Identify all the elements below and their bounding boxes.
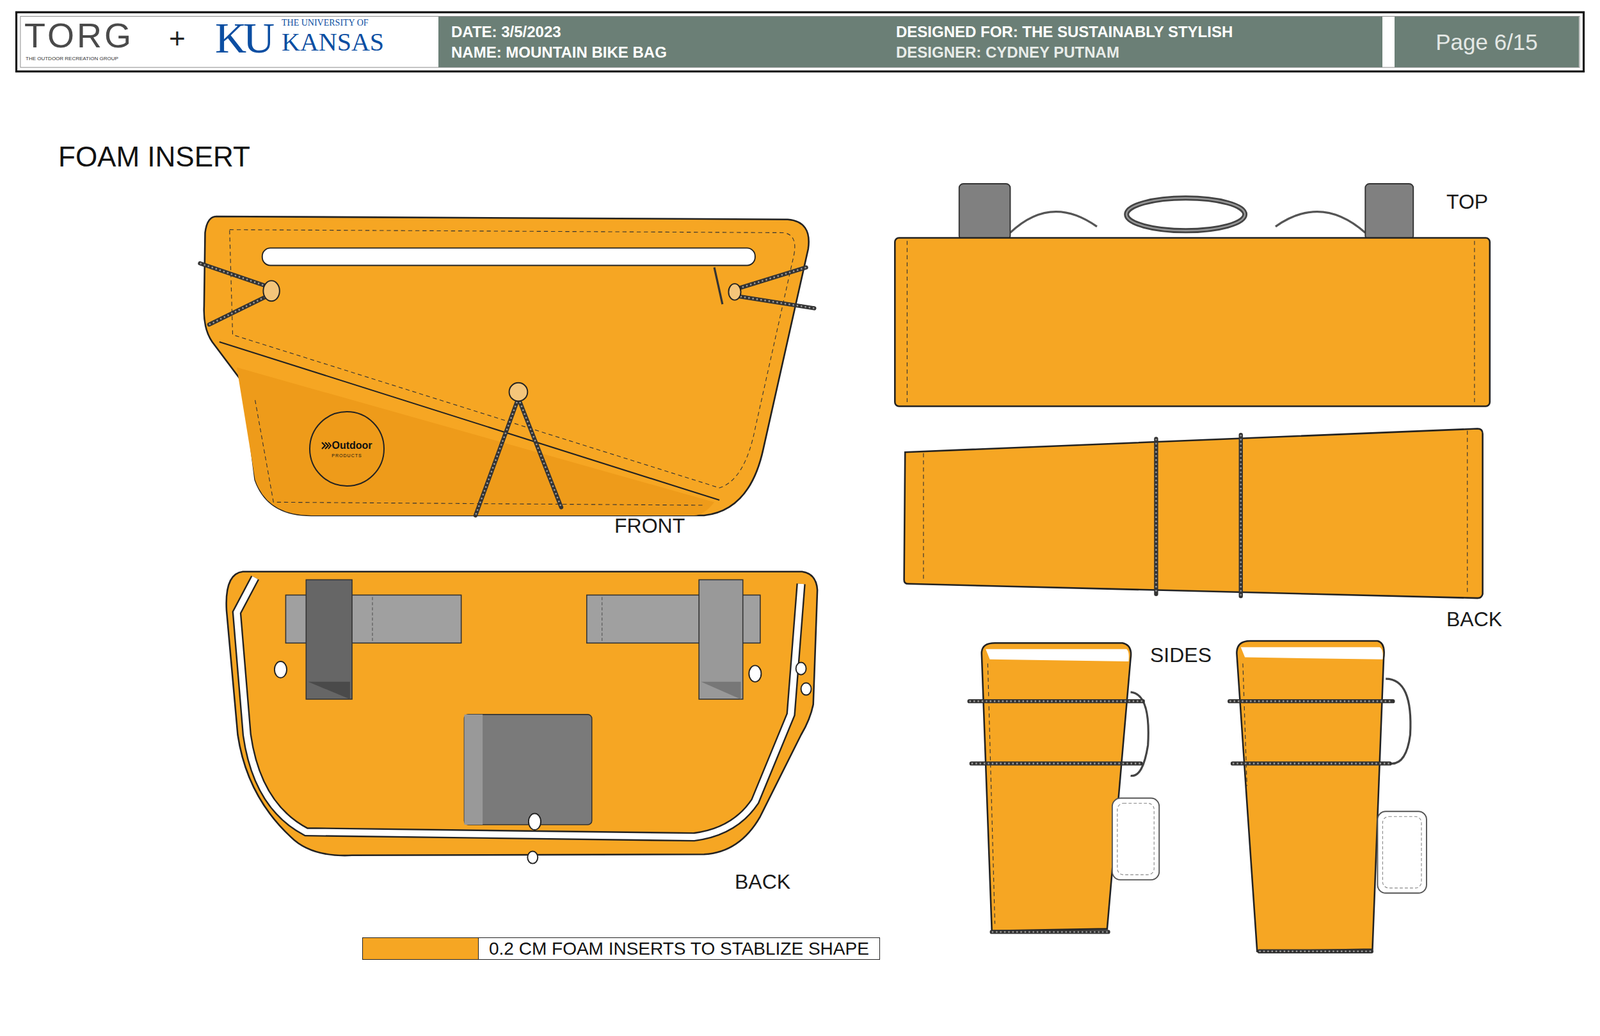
- back-view: [226, 571, 818, 864]
- front-view: [200, 216, 815, 516]
- plus-sign: +: [168, 23, 186, 54]
- university-logo: KU: [215, 14, 272, 63]
- university-name: KANSAS: [281, 28, 384, 57]
- view-label: SIDES: [1150, 643, 1212, 667]
- view-label: TOP: [1446, 190, 1488, 214]
- back-view-side: [904, 428, 1483, 599]
- university-line: THE UNIVERSITY OF: [281, 17, 369, 28]
- node-subtext: DESIGNER: CYDNEY PUTNAM: [896, 42, 1120, 63]
- node-subtext: NAME: MOUNTAIN BIKE BAG: [451, 42, 667, 63]
- logo-row: Outdoor: [321, 439, 372, 453]
- legend-text: 0.2 CM FOAM INSERTS TO STABLIZE SHAPE: [488, 939, 870, 958]
- node-subtext: PRODUCTS: [331, 452, 362, 459]
- node-text: Outdoor: [331, 439, 372, 453]
- legend-box: 0.2 CM FOAM INSERTS TO STABLIZE SHAPE: [478, 936, 880, 960]
- node-text: Page 6/15: [1435, 27, 1538, 57]
- side-views: [969, 640, 1427, 952]
- logo-chevrons: [321, 440, 332, 450]
- header-panel: DATE: 3/5/2023NAME: MOUNTAIN BIKE BAG: [438, 16, 890, 68]
- header-frame: [16, 12, 1584, 72]
- brand-logo-circle: OutdoorPRODUCTS: [309, 410, 385, 487]
- page-title: FOAM INSERT: [58, 140, 251, 173]
- top-view: [894, 183, 1490, 407]
- node-text: DATE: 3/5/2023: [451, 21, 562, 42]
- node-text: DESIGNED FOR: THE SUSTAINABLY STYLISH: [896, 21, 1233, 42]
- header-panel: DESIGNED FOR: THE SUSTAINABLY STYLISHDES…: [889, 16, 1383, 68]
- logo-subtitle: THE OUTDOOR RECREATION GROUP: [25, 56, 119, 63]
- logo-wordmark: TORG: [24, 16, 134, 55]
- page-number-box: Page 6/15: [1394, 16, 1579, 68]
- legend-swatch: [362, 936, 480, 960]
- view-label: FRONT: [614, 514, 685, 537]
- view-label: BACK: [734, 870, 791, 893]
- view-label: BACK: [1446, 608, 1503, 631]
